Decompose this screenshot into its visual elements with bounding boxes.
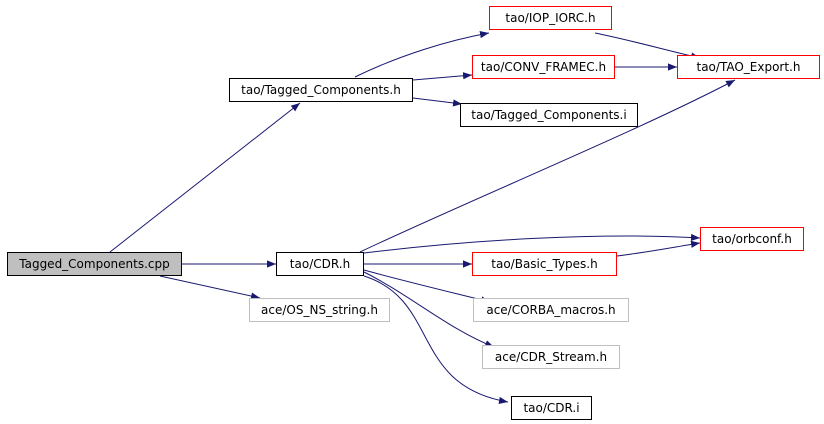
edge-tagged-h-to-conv-framec-h	[412, 72, 473, 81]
node-tagged-components-i[interactable]: tao/Tagged_Components.i	[460, 103, 638, 127]
node-os-ns-string-h[interactable]: ace/OS_NS_string.h	[249, 298, 390, 322]
edge-tagged-h-to-tagged-i	[412, 97, 463, 107]
node-orbconf-h[interactable]: tao/orbconf.h	[700, 227, 804, 251]
node-tao-export-h[interactable]: tao/TAO_Export.h	[677, 55, 820, 79]
node-corba-macros-h[interactable]: ace/CORBA_macros.h	[473, 298, 629, 322]
node-tagged-components-h[interactable]: tao/Tagged_Components.h	[229, 78, 413, 102]
edge-basic-types-to-orbconf	[616, 240, 701, 257]
edge-cdr-h-to-cdr-i	[363, 275, 509, 405]
edge-tagged-h-to-iop-iorc-h	[354, 31, 490, 78]
edge-cpp-to-tagged-components-h	[109, 102, 301, 253]
node-cdr-i[interactable]: tao/CDR.i	[511, 396, 592, 420]
edge-cdr-h-to-tao-export	[359, 79, 736, 253]
node-cdr-stream-h[interactable]: ace/CDR_Stream.h	[482, 345, 620, 369]
node-basic-types-h[interactable]: tao/Basic_Types.h	[472, 252, 617, 276]
node-conv-framec-h[interactable]: tao/CONV_FRAMEC.h	[472, 55, 615, 79]
edge-cdr-h-to-orbconf	[363, 233, 701, 254]
node-iop-iorc-h[interactable]: tao/IOP_IORC.h	[489, 6, 612, 30]
node-cdr-h[interactable]: tao/CDR.h	[276, 252, 364, 276]
edge-cdr-h-to-cdr-stream	[363, 271, 495, 348]
edge-cpp-to-os-ns-string-h	[159, 275, 261, 300]
node-tagged-components-cpp[interactable]: Tagged_Components.cpp	[7, 252, 182, 276]
